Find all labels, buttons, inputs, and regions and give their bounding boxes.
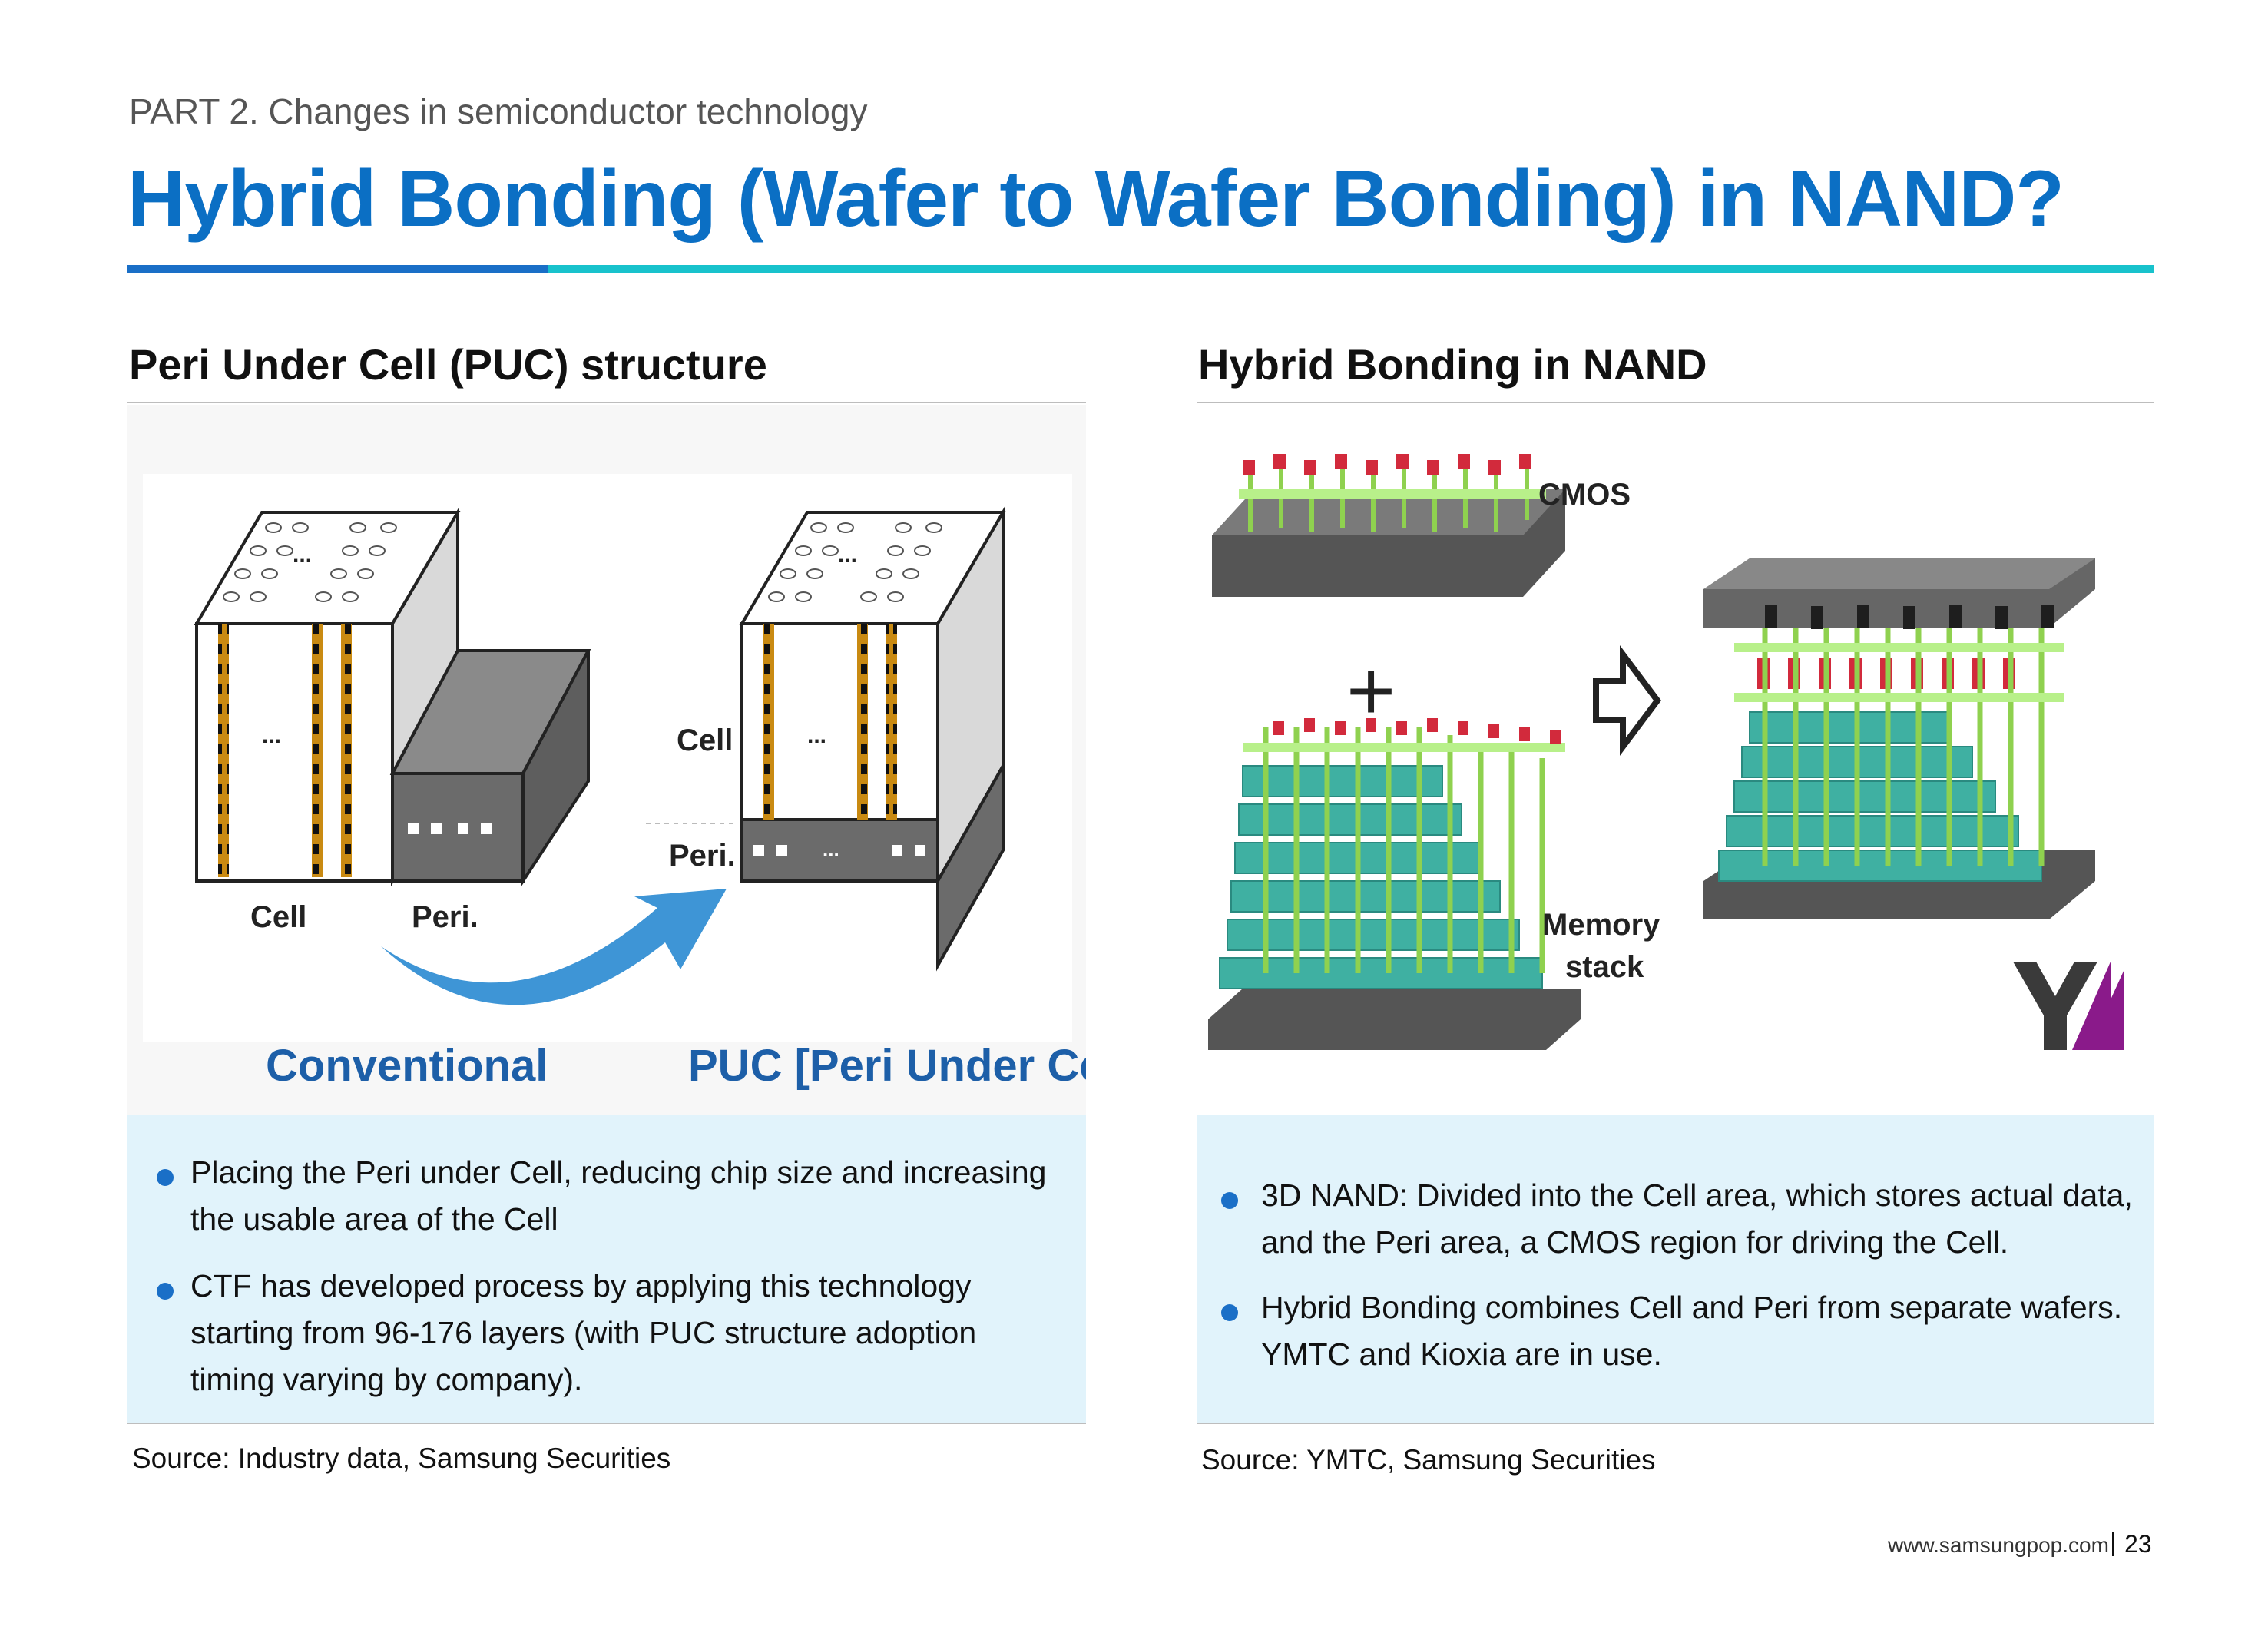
memory-label-line-1: Memory (1542, 908, 1660, 942)
cmos-wafer (1212, 454, 1565, 597)
right-bullet-1-line-2: and the Peri area, a CMOS region for dri… (1261, 1224, 2009, 1260)
page-number: 23 (2124, 1530, 2152, 1558)
right-section-heading: Hybrid Bonding in NAND (1198, 340, 1707, 389)
hybrid-bonding-figure: CMOS + (1197, 405, 2154, 1115)
footer-url: www.samsungpop.com (1888, 1533, 2109, 1557)
bullet-dot-icon (157, 1169, 174, 1186)
memory-label-line-2: stack (1565, 950, 1644, 984)
right-bottom-divider (1197, 1423, 2154, 1424)
puc-peri-label: Peri. (669, 839, 736, 873)
part-label: PART 2. Changes in semiconductor technol… (129, 91, 868, 131)
memory-stack (1208, 718, 1581, 1050)
left-bullet-1: Placing the Peri under Cell, reducing ch… (190, 1149, 1046, 1243)
bullet-dot-icon (1221, 1304, 1238, 1321)
bullet-dot-icon (1221, 1192, 1238, 1209)
left-heading-divider (127, 402, 1086, 403)
right-bullet-2: Hybrid Bonding combines Cell and Peri fr… (1261, 1284, 2122, 1378)
cell-top-ellipsis: ... (293, 542, 312, 568)
left-bullet-box: Placing the Peri under Cell, reducing ch… (127, 1115, 1086, 1423)
ymtc-logo (2013, 962, 2124, 1050)
puc-cell-label: Cell (677, 724, 733, 757)
right-bullet-2-line-1: Hybrid Bonding combines Cell and Peri fr… (1261, 1290, 2123, 1325)
left-bullet-2-line-2: starting from 96-176 layers (with PUC st… (190, 1315, 977, 1350)
right-bullet-2-line-2: YMTC and Kioxia are in use. (1261, 1337, 1662, 1372)
puc-stacked-block: ... ... ... (739, 506, 1006, 972)
footer-separator (2112, 1532, 2114, 1556)
left-bullet-1-line-1: Placing the Peri under Cell, reducing ch… (190, 1154, 1047, 1190)
hybrid-bonding-diagram: CMOS + (1197, 405, 2154, 1115)
bonded-result (1703, 558, 2095, 919)
page-title: Hybrid Bonding (Wafer to Wafer Bonding) … (127, 154, 2064, 243)
title-underline-blue (127, 265, 548, 273)
left-bottom-divider (127, 1423, 1086, 1424)
right-bullet-box: 3D NAND: Divided into the Cell area, whi… (1197, 1115, 2154, 1423)
puc-front-ellipsis: ... (807, 723, 826, 748)
cmos-label: CMOS (1538, 478, 1631, 512)
conventional-caption: Conventional (266, 1041, 548, 1091)
puc-diagram: ... ... Cell Peri. (127, 405, 1086, 1115)
right-bullet-1: 3D NAND: Divided into the Cell area, whi… (1261, 1172, 2133, 1266)
left-bullet-2-line-1: CTF has developed process by applying th… (190, 1268, 972, 1303)
combine-arrow-icon (1593, 645, 1661, 756)
conventional-peri-label: Peri. (412, 900, 478, 934)
transition-arrow-icon (381, 889, 727, 1005)
conventional-cell-label: Cell (250, 900, 306, 934)
puc-structure-figure: ... ... Cell Peri. (127, 405, 1086, 1115)
left-bullet-2-line-3: timing varying by company). (190, 1362, 583, 1397)
puc-caption: PUC [Peri Under Cell] (688, 1041, 1086, 1091)
right-source: Source: YMTC, Samsung Securities (1201, 1444, 1656, 1476)
cell-front-ellipsis: ... (262, 723, 281, 748)
bullet-dot-icon (157, 1283, 174, 1300)
puc-peri-ellipsis: ... (823, 838, 839, 861)
left-section-heading: Peri Under Cell (PUC) structure (129, 340, 767, 389)
conventional-peri-block (389, 649, 591, 886)
puc-top-ellipsis: ... (838, 542, 857, 568)
left-bullet-1-line-2: the usable area of the Cell (190, 1201, 558, 1237)
right-heading-divider (1197, 402, 2154, 403)
right-bullet-1-line-1: 3D NAND: Divided into the Cell area, whi… (1261, 1178, 2133, 1213)
left-source: Source: Industry data, Samsung Securitie… (132, 1443, 671, 1474)
title-underline-teal (548, 265, 2154, 273)
left-bullet-2: CTF has developed process by applying th… (190, 1263, 976, 1403)
